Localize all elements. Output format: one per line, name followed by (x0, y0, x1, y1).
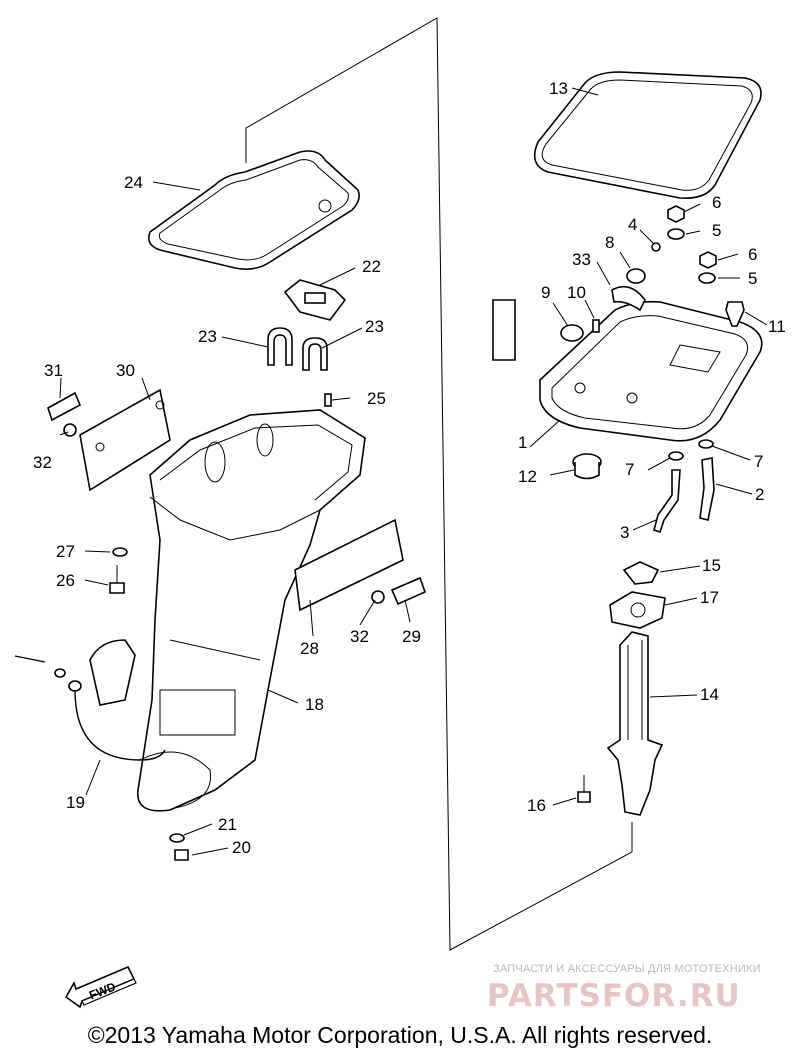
callout-18: 18 (305, 695, 324, 714)
callout-12: 12 (518, 467, 537, 486)
watermark-logo: PARTSFOR.RU (487, 978, 741, 1014)
part-28-cover (294, 518, 404, 612)
part-23-clips (267, 327, 328, 371)
hardware-parts (492, 205, 745, 461)
callout-9: 9 (541, 283, 550, 302)
part-14-exhaust (606, 631, 664, 816)
part-29-label (390, 576, 427, 606)
callout-16: 16 (527, 796, 546, 815)
copyright-notice: ©2013 Yamaha Motor Corporation, U.S.A. A… (87, 1022, 713, 1048)
part-12-grommet (572, 453, 602, 480)
part-18-upper-casing (137, 409, 366, 812)
callout-6b: 6 (748, 245, 757, 264)
callout-4: 4 (628, 215, 637, 234)
callout-5a: 5 (712, 221, 721, 240)
callout-3: 3 (620, 523, 629, 542)
bolts-lower (63, 393, 385, 861)
part-31-label (47, 391, 82, 422)
part-3-rod (653, 469, 681, 534)
callout-32b: 32 (350, 627, 369, 646)
section-divider (245, 17, 633, 951)
part-24-gasket (147, 150, 360, 270)
callout-7a: 7 (625, 460, 634, 479)
fwd-arrow-icon: FWD (64, 965, 137, 1009)
part-16-bolt (577, 775, 591, 803)
callout-25: 25 (367, 389, 386, 408)
callout-6a: 6 (712, 193, 721, 212)
callout-32a: 32 (33, 453, 52, 472)
callout-2: 2 (755, 485, 764, 504)
callout-31: 31 (44, 361, 63, 380)
callout-26: 26 (56, 571, 75, 590)
callout-28: 28 (300, 639, 319, 658)
callout-labels: 13 24 6 4 5 8 6 33 22 5 9 10 11 23 23 31… (33, 79, 786, 857)
callout-15: 15 (702, 556, 721, 575)
callout-30: 30 (116, 361, 135, 380)
part-19-cable (14, 639, 166, 761)
callout-20: 20 (232, 838, 251, 857)
callout-10: 10 (567, 283, 586, 302)
callout-22: 22 (362, 257, 381, 276)
callout-23b: 23 (365, 317, 384, 336)
callout-23a: 23 (198, 327, 217, 346)
callout-29: 29 (402, 627, 421, 646)
part-1-bottom-cowling (539, 300, 763, 442)
callout-7b: 7 (754, 452, 763, 471)
part-22-bracket (283, 279, 347, 321)
callout-14: 14 (700, 685, 719, 704)
watermark-tagline: ЗАПЧАСТИ И АКСЕССУАРЫ ДЛЯ МОТОТЕХНИКИ (493, 963, 761, 975)
callout-11: 11 (768, 317, 786, 336)
callout-21: 21 (218, 815, 237, 834)
part-30-cover (79, 388, 171, 492)
callout-27: 27 (56, 542, 75, 561)
callout-33: 33 (572, 250, 591, 269)
callout-8: 8 (605, 233, 614, 252)
callout-5b: 5 (748, 269, 757, 288)
callout-24: 24 (124, 173, 143, 192)
part-2-rod (699, 457, 715, 521)
callout-17: 17 (700, 588, 719, 607)
callout-19: 19 (66, 793, 85, 812)
callout-13: 13 (549, 79, 568, 98)
callout-1: 1 (518, 433, 527, 452)
leader-lines (59, 87, 768, 856)
part-15-seal (622, 561, 660, 585)
part-17-gasket (609, 591, 666, 629)
part-13-seal (533, 71, 762, 200)
